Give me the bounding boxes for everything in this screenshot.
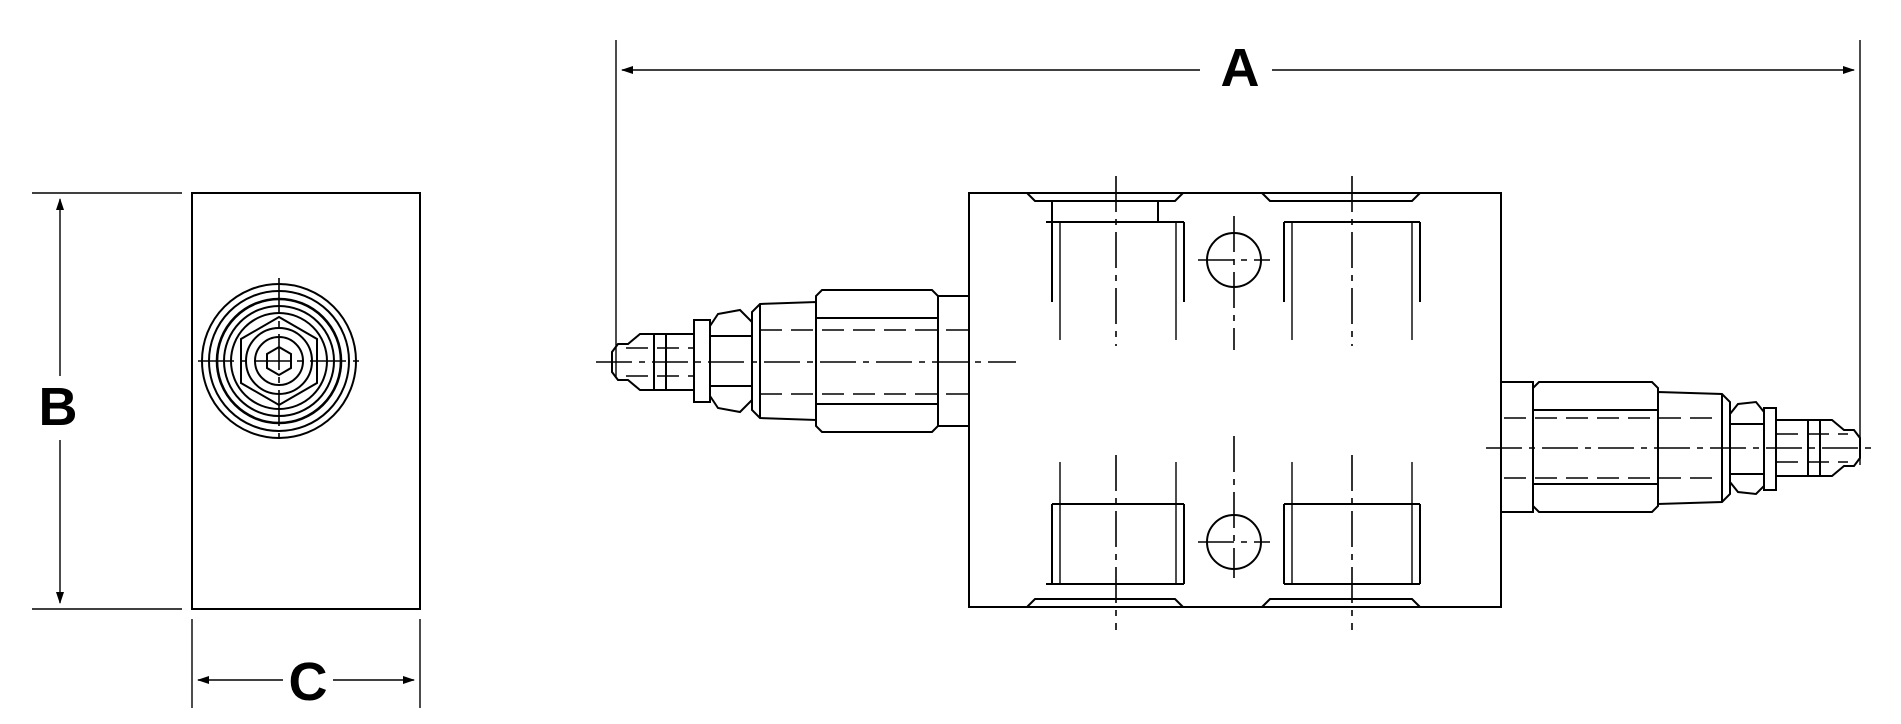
mounting-hole-top — [1198, 216, 1270, 350]
dimension-c-label: C — [289, 652, 328, 712]
cartridge-right — [1486, 381, 1876, 513]
side-view: A — [596, 36, 1876, 630]
valve-body — [968, 192, 1502, 608]
port-top-left — [1026, 176, 1185, 346]
dimension-b: B — [32, 192, 182, 610]
end-view-cartridge — [198, 278, 362, 444]
dimension-b-label: B — [39, 377, 78, 437]
port-top-right — [1261, 176, 1421, 346]
end-view: B C — [32, 192, 421, 712]
cartridge-left — [596, 289, 1016, 433]
mounting-hole-bottom — [1198, 436, 1270, 578]
dimension-c: C — [191, 619, 421, 712]
dimension-a-label: A — [1221, 38, 1260, 98]
port-bottom-left — [1026, 455, 1185, 630]
dimension-a: A — [615, 36, 1861, 465]
end-view-body — [191, 192, 421, 610]
port-bottom-right — [1261, 455, 1421, 630]
